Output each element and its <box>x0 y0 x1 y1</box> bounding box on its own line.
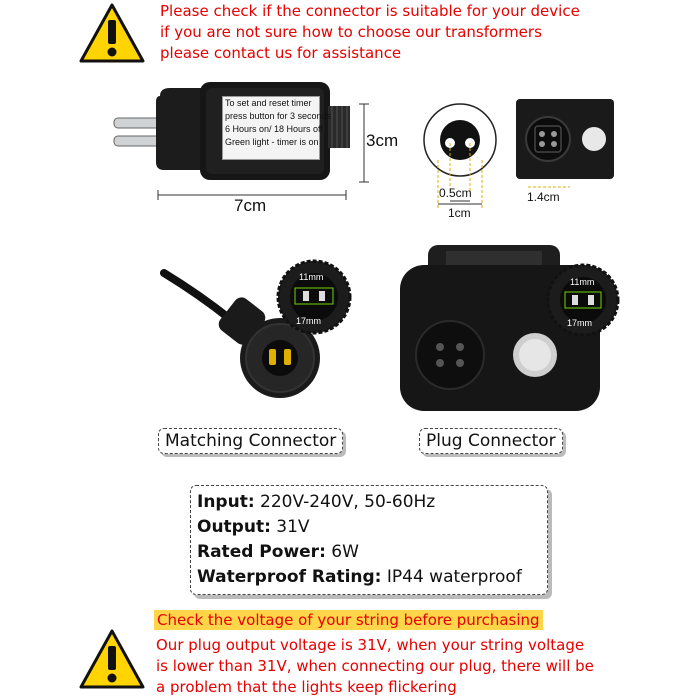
plug-width-dimension: 1.4cm <box>527 190 560 204</box>
spec-row-output: Output: 31V <box>197 517 310 537</box>
spec-row-waterproof: Waterproof Rating: IP44 waterproof <box>197 567 522 587</box>
bottom-warning-text: Our plug output voltage is 31V, when you… <box>156 635 594 698</box>
bottom-warning-line: is lower than 31V, when connecting our p… <box>156 657 594 675</box>
pin-spacing-dimension: 0.5cm <box>439 186 472 200</box>
bottom-warning-icon-wrap <box>78 628 146 690</box>
timer-label-line: Green light - timer is on <box>225 137 319 147</box>
top-warning-line: please contact us for assistance <box>160 44 402 62</box>
top-warning-icon-wrap <box>78 2 146 64</box>
length-dimension: 7cm <box>234 196 267 215</box>
bottom-warning-line: a problem that the lights keep flickerin… <box>156 678 457 696</box>
plug-head <box>156 88 206 170</box>
matching-connector-caption: Matching Connector <box>158 428 344 454</box>
threaded-output <box>328 106 350 148</box>
plug-inner-dim: 11mm <box>570 277 595 287</box>
top-warning-line: if you are not sure how to choose our tr… <box>160 23 542 41</box>
spec-row-power: Rated Power: 6W <box>197 542 359 562</box>
plug-prong <box>113 117 163 129</box>
plug-prong <box>113 135 163 147</box>
timer-label-line: press button for 3 seconds <box>225 111 332 121</box>
bottom-warning-line: Our plug output voltage is 31V, when you… <box>156 636 585 654</box>
timer-label-line: To set and reset timer <box>225 98 312 108</box>
voltage-headline: Check the voltage of your string before … <box>154 610 543 630</box>
spec-box: Input: 220V-240V, 50-60Hz Output: 31V Ra… <box>190 485 548 595</box>
socket-detail-illustration <box>423 103 497 210</box>
matching-inner-dim: 11mm <box>299 272 324 282</box>
plug-outer-dim: 17mm <box>567 318 593 328</box>
plug-connector-caption: Plug Connector <box>419 428 563 454</box>
transformer-label: To set and reset timer press button for … <box>222 96 332 160</box>
warning-triangle-icon <box>79 3 145 63</box>
matching-outer-dim: 17mm <box>296 316 322 326</box>
plug-face-illustration <box>516 99 614 188</box>
warning-triangle-icon <box>79 629 145 689</box>
matching-zoom-circle <box>276 259 352 335</box>
top-warning-line: Please check if the connector is suitabl… <box>160 2 580 20</box>
plug-zoom-circle <box>546 263 620 337</box>
height-dimension: 3cm <box>366 131 399 150</box>
timer-label-line: 6 Hours on/ 18 Hours off <box>225 124 323 134</box>
spec-row-input: Input: 220V-240V, 50-60Hz <box>197 492 436 512</box>
socket-width-dimension: 1cm <box>448 206 471 220</box>
matching-connector-illustration <box>160 269 320 398</box>
top-warning-text: Please check if the connector is suitabl… <box>160 1 580 64</box>
